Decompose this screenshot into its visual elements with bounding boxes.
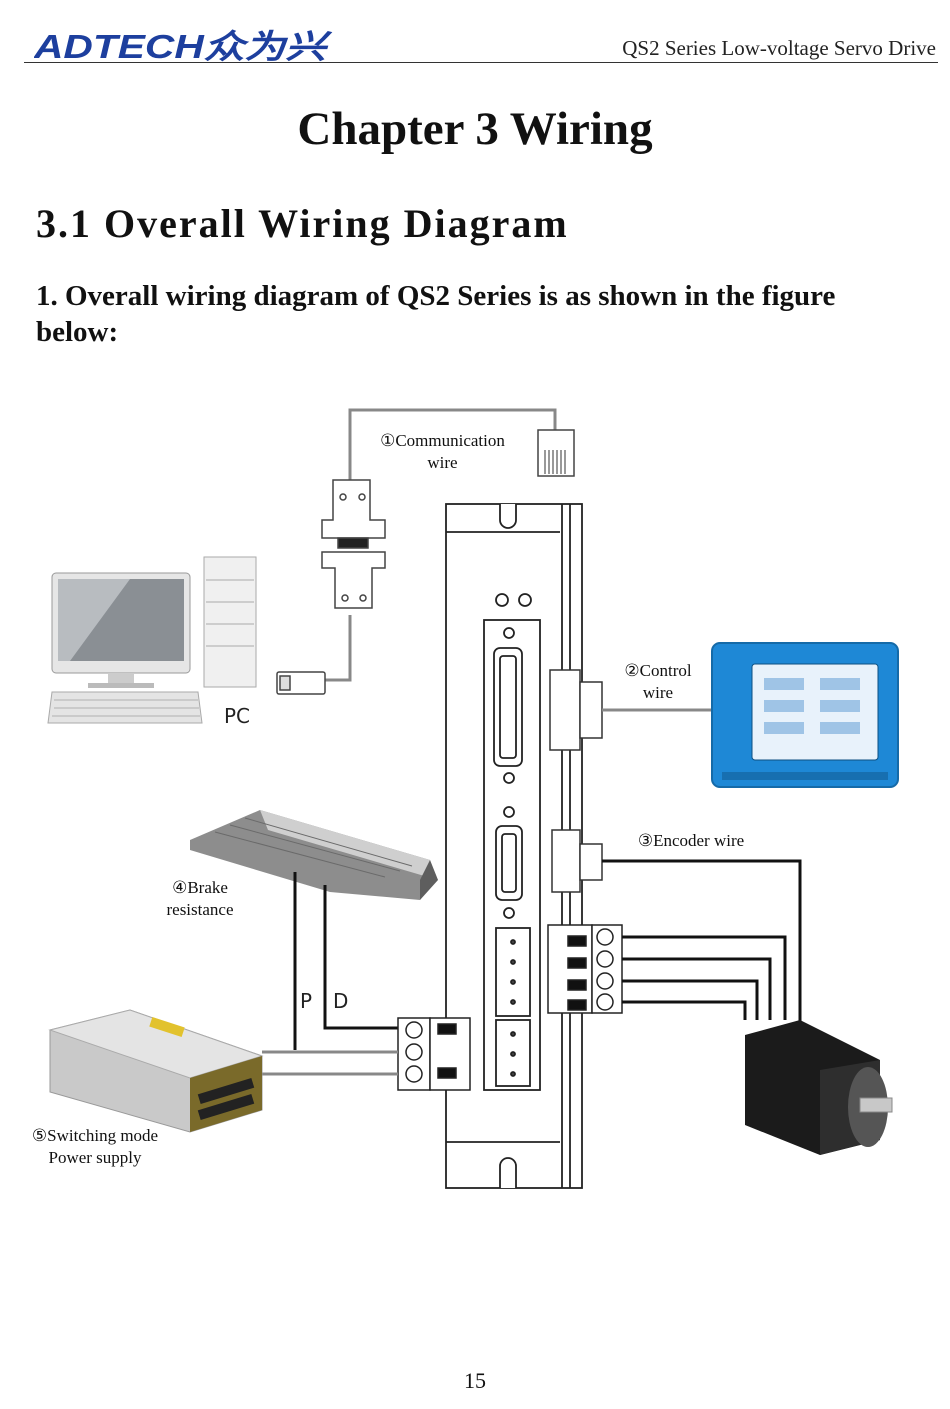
svg-text:ADTECH众为兴: ADTECH众为兴 bbox=[34, 28, 333, 62]
adtech-logo: ADTECH众为兴 bbox=[34, 28, 333, 62]
control-wire-label: ②Control wire bbox=[612, 660, 704, 704]
power-supply-label-line1: ⑤Switching mode bbox=[31, 1126, 159, 1145]
pc-label: PC bbox=[224, 704, 251, 728]
motor-terminal-block bbox=[547, 924, 623, 1014]
brake-wires bbox=[293, 872, 400, 1050]
switching-power-supply-icon bbox=[48, 1009, 264, 1133]
communication-wire-label-line1: ①Communication bbox=[380, 431, 505, 450]
power-terminal-block bbox=[397, 1017, 471, 1091]
encoder-wire-label-text: ③Encoder wire bbox=[637, 831, 745, 850]
intro-text: 1. Overall wiring diagram of QS2 Series … bbox=[36, 280, 836, 348]
wiring-diagram-drawing bbox=[47, 408, 899, 1189]
power-supply-wires bbox=[262, 1050, 398, 1076]
p-terminal-label: P bbox=[300, 989, 313, 1013]
brake-resistance-label: ④Brake resistance bbox=[150, 877, 250, 921]
header-title: QS2 Series Low-voltage Servo Drive bbox=[622, 36, 936, 60]
power-supply-label: ⑤Switching mode Power supply bbox=[20, 1125, 170, 1169]
page-number: 15 bbox=[464, 1368, 486, 1393]
section-title: 3.1 Overall Wiring Diagram bbox=[36, 201, 569, 246]
wiring-diagram: ①Communication wire ②Control wire ③Encod… bbox=[0, 380, 950, 1210]
brake-resistor-icon bbox=[190, 810, 438, 900]
control-wire bbox=[549, 669, 712, 751]
power-supply-label-line2: Power supply bbox=[48, 1148, 142, 1167]
communication-wire-label-line2: wire bbox=[427, 453, 458, 472]
encoder-wire bbox=[551, 829, 802, 1025]
communication-wire bbox=[325, 408, 557, 682]
usb-plug-icon bbox=[276, 671, 326, 695]
motor-power-wires bbox=[622, 935, 787, 1020]
brake-resistance-label-line1: ④Brake bbox=[172, 878, 228, 897]
chapter-title: Chapter 3 Wiring bbox=[297, 103, 653, 155]
hmi-touch-screen-icon bbox=[711, 642, 899, 788]
control-wire-label-line1: ②Control bbox=[624, 661, 692, 680]
control-wire-label-line2: wire bbox=[642, 683, 674, 702]
brake-resistance-label-line2: resistance bbox=[166, 900, 234, 919]
pc-icon bbox=[47, 556, 257, 724]
db9-connector-icon bbox=[321, 479, 386, 609]
rj45-plug-icon bbox=[537, 429, 575, 477]
communication-wire-label: ①Communication wire bbox=[370, 430, 515, 474]
d-terminal-label: D bbox=[333, 989, 349, 1013]
page-header: ADTECH众为兴 QS2 Series Low-voltage Servo D… bbox=[24, 28, 938, 63]
servo-motor-icon bbox=[745, 1020, 893, 1155]
encoder-wire-label: ③Encoder wire bbox=[626, 830, 756, 852]
